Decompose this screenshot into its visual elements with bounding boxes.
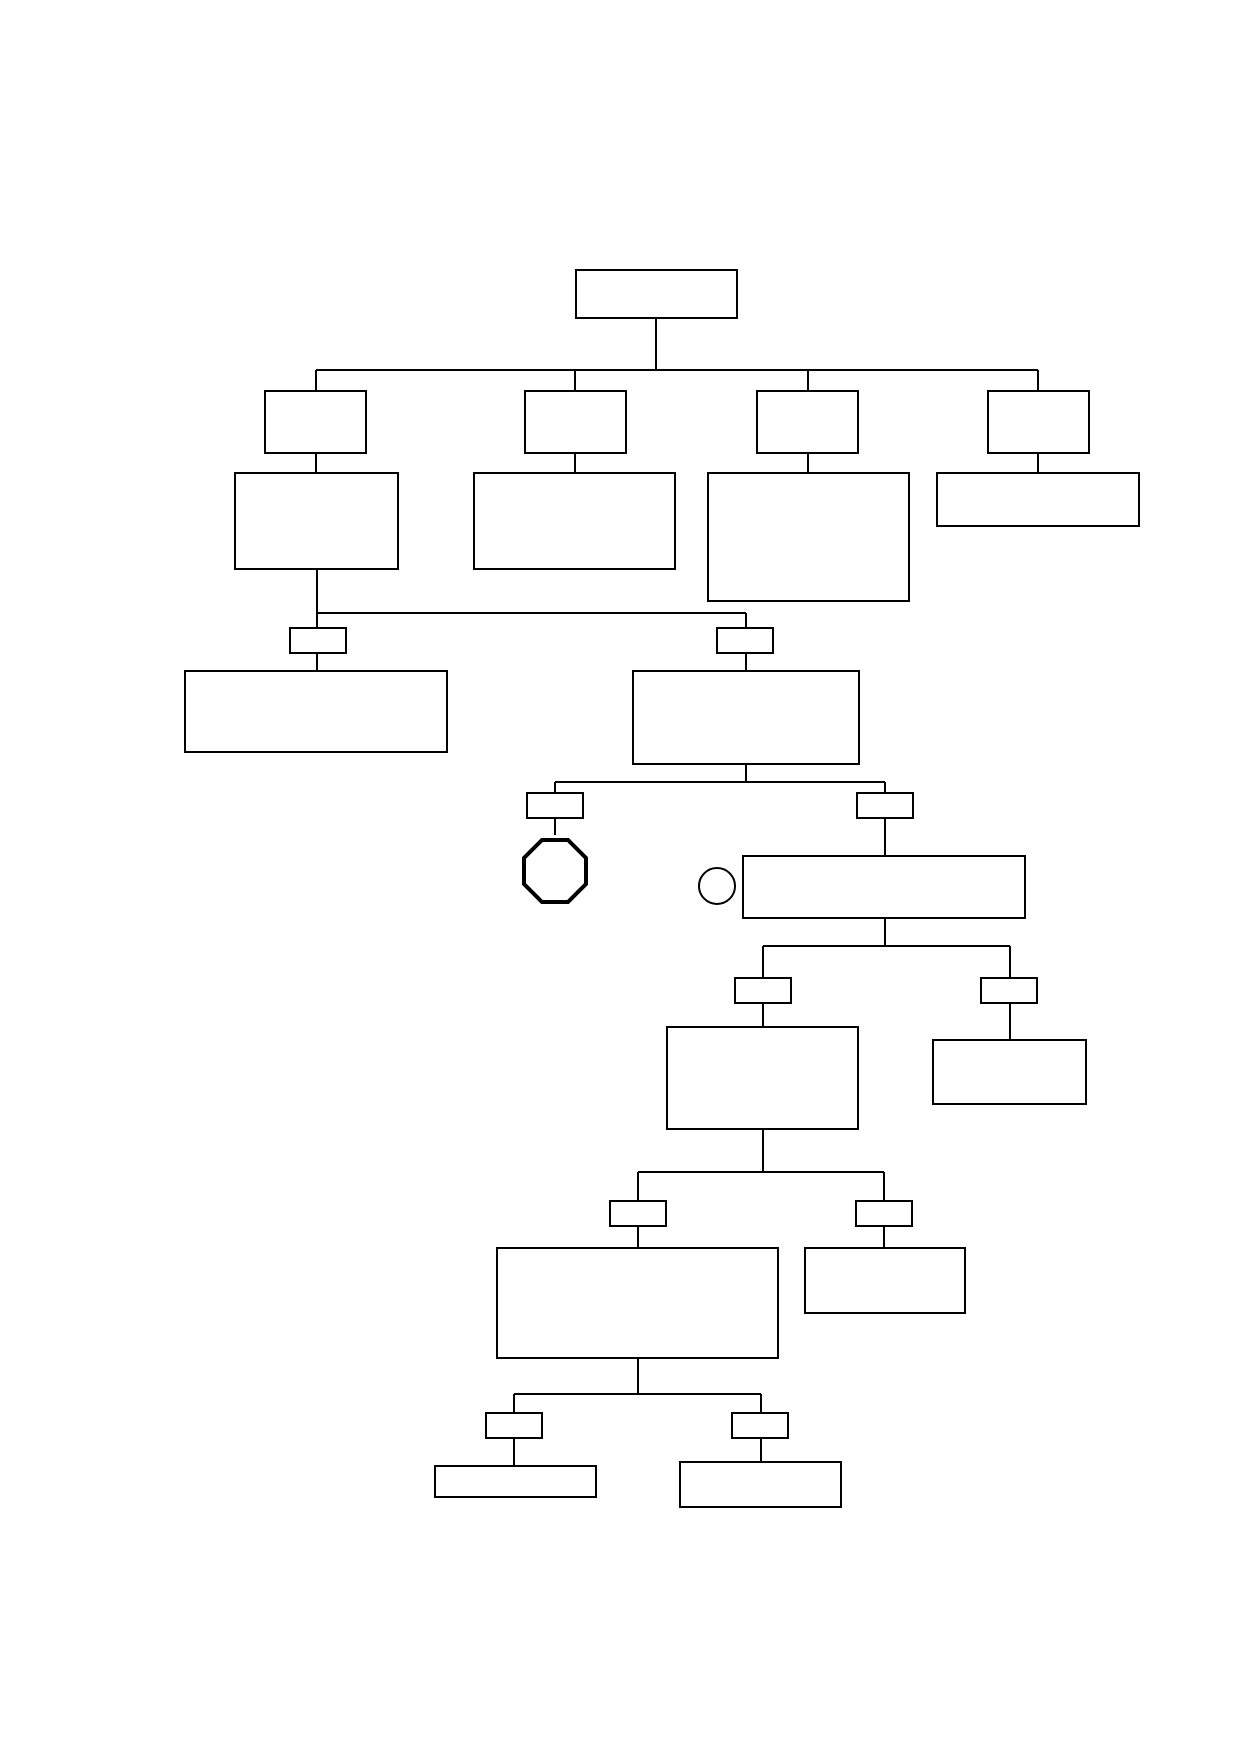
edge-label-l7-left [485,1412,543,1439]
connector-level6 [637,1129,885,1248]
nodes [184,269,1140,1508]
node-branch-2-detail[interactable] [473,472,676,570]
node-level3-right[interactable] [632,670,860,765]
connector-level4 [554,764,886,856]
edge-label-l3-right [716,627,774,654]
node-branch-1-detail[interactable] [234,472,399,570]
edge-label-l6-left [609,1200,667,1227]
edge-label-l3-left [289,627,347,654]
edge-label-l4-left [526,792,584,819]
connectors [315,318,1039,1466]
connector-level5 [762,918,1011,1040]
node-root[interactable] [575,269,738,319]
edge-label-l4-right [856,792,914,819]
edge-label-l5-right [980,977,1038,1004]
node-level6-right[interactable] [804,1247,966,1314]
node-level7-left[interactable] [434,1465,597,1498]
node-level5-right[interactable] [932,1039,1087,1105]
node-branch-2[interactable] [524,390,627,454]
circle-marker-icon [698,867,736,905]
stop-octagon-icon [522,838,588,904]
connector-level3 [316,569,747,671]
node-branch-4[interactable] [987,390,1090,454]
node-level5-left[interactable] [666,1026,859,1130]
node-level3-left[interactable] [184,670,448,753]
node-branch-3[interactable] [756,390,859,454]
edge-label-l5-left [734,977,792,1004]
node-level6-left[interactable] [496,1247,779,1359]
node-branch-1[interactable] [264,390,367,454]
edge-label-l7-right [731,1412,789,1439]
node-level7-right[interactable] [679,1461,842,1508]
connector-root [315,318,1039,391]
edge-label-l6-right [855,1200,913,1227]
node-level4-right[interactable] [742,855,1026,919]
node-branch-3-detail[interactable] [707,472,910,602]
connector-level1-details [315,453,1039,473]
node-branch-4-detail[interactable] [936,472,1140,527]
connector-level7 [513,1358,762,1466]
